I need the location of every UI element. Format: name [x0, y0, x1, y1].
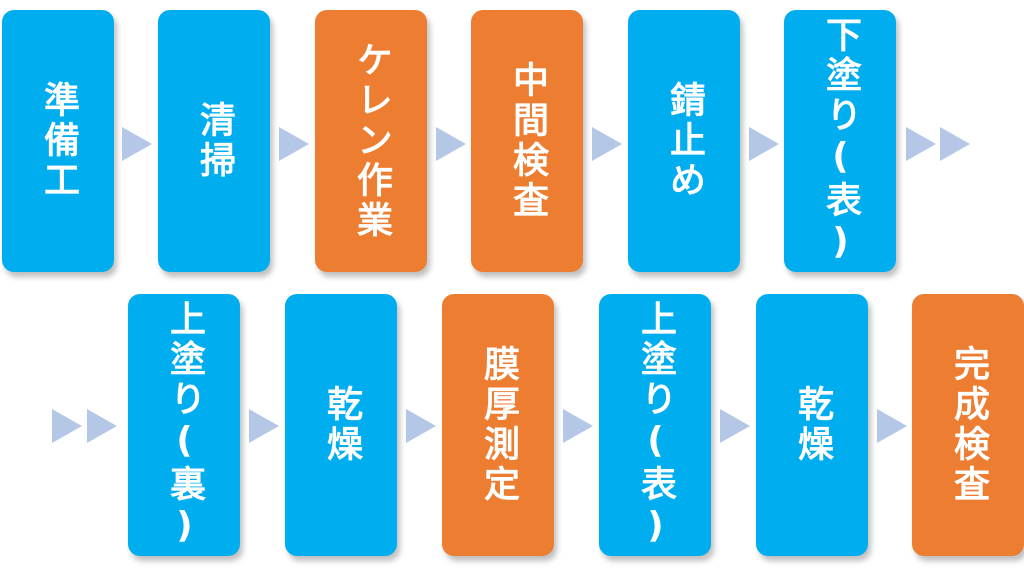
- step-label: 下塗り(表): [820, 16, 861, 266]
- step-rust-prevention: 錆止め: [628, 10, 740, 272]
- step-drying-1: 乾燥: [285, 294, 397, 556]
- step-label: 準備工: [38, 81, 79, 201]
- flow-arrow: [592, 127, 622, 161]
- step-topcoat-back: 上塗り(裏): [128, 294, 240, 556]
- step-final-inspection: 完成検査: [912, 294, 1024, 556]
- step-label: 清掃: [194, 101, 235, 181]
- flow-arrow: [436, 127, 466, 161]
- step-label: 上塗り(裏): [164, 300, 205, 550]
- flow-arrow: [249, 409, 279, 443]
- flow-arrow: [940, 127, 970, 161]
- flow-arrow: [720, 409, 750, 443]
- flow-arrow: [279, 127, 309, 161]
- step-label: 錆止め: [664, 81, 705, 201]
- step-label: 乾燥: [792, 385, 833, 465]
- step-label: 完成検査: [948, 345, 989, 505]
- step-label: 中間検査: [507, 61, 548, 221]
- flow-arrow: [122, 127, 152, 161]
- flow-arrow: [52, 409, 82, 443]
- flow-arrow: [877, 409, 907, 443]
- step-preparation: 準備工: [2, 10, 114, 272]
- flow-arrow: [563, 409, 593, 443]
- step-topcoat-front: 上塗り(表): [599, 294, 711, 556]
- step-film-thickness-measurement: 膜厚測定: [442, 294, 554, 556]
- step-undercoat-front: 下塗り(表): [784, 10, 896, 272]
- step-label: 膜厚測定: [478, 345, 519, 505]
- step-label: ケレン作業: [351, 41, 392, 241]
- flow-arrow: [406, 409, 436, 443]
- step-label: 上塗り(表): [635, 300, 676, 550]
- flow-arrow: [87, 409, 117, 443]
- flow-arrow: [749, 127, 779, 161]
- step-intermediate-inspection: 中間検査: [471, 10, 583, 272]
- step-rust-removal: ケレン作業: [315, 10, 427, 272]
- flow-arrow: [906, 127, 936, 161]
- step-cleaning: 清掃: [158, 10, 270, 272]
- step-label: 乾燥: [321, 385, 362, 465]
- step-drying-2: 乾燥: [756, 294, 868, 556]
